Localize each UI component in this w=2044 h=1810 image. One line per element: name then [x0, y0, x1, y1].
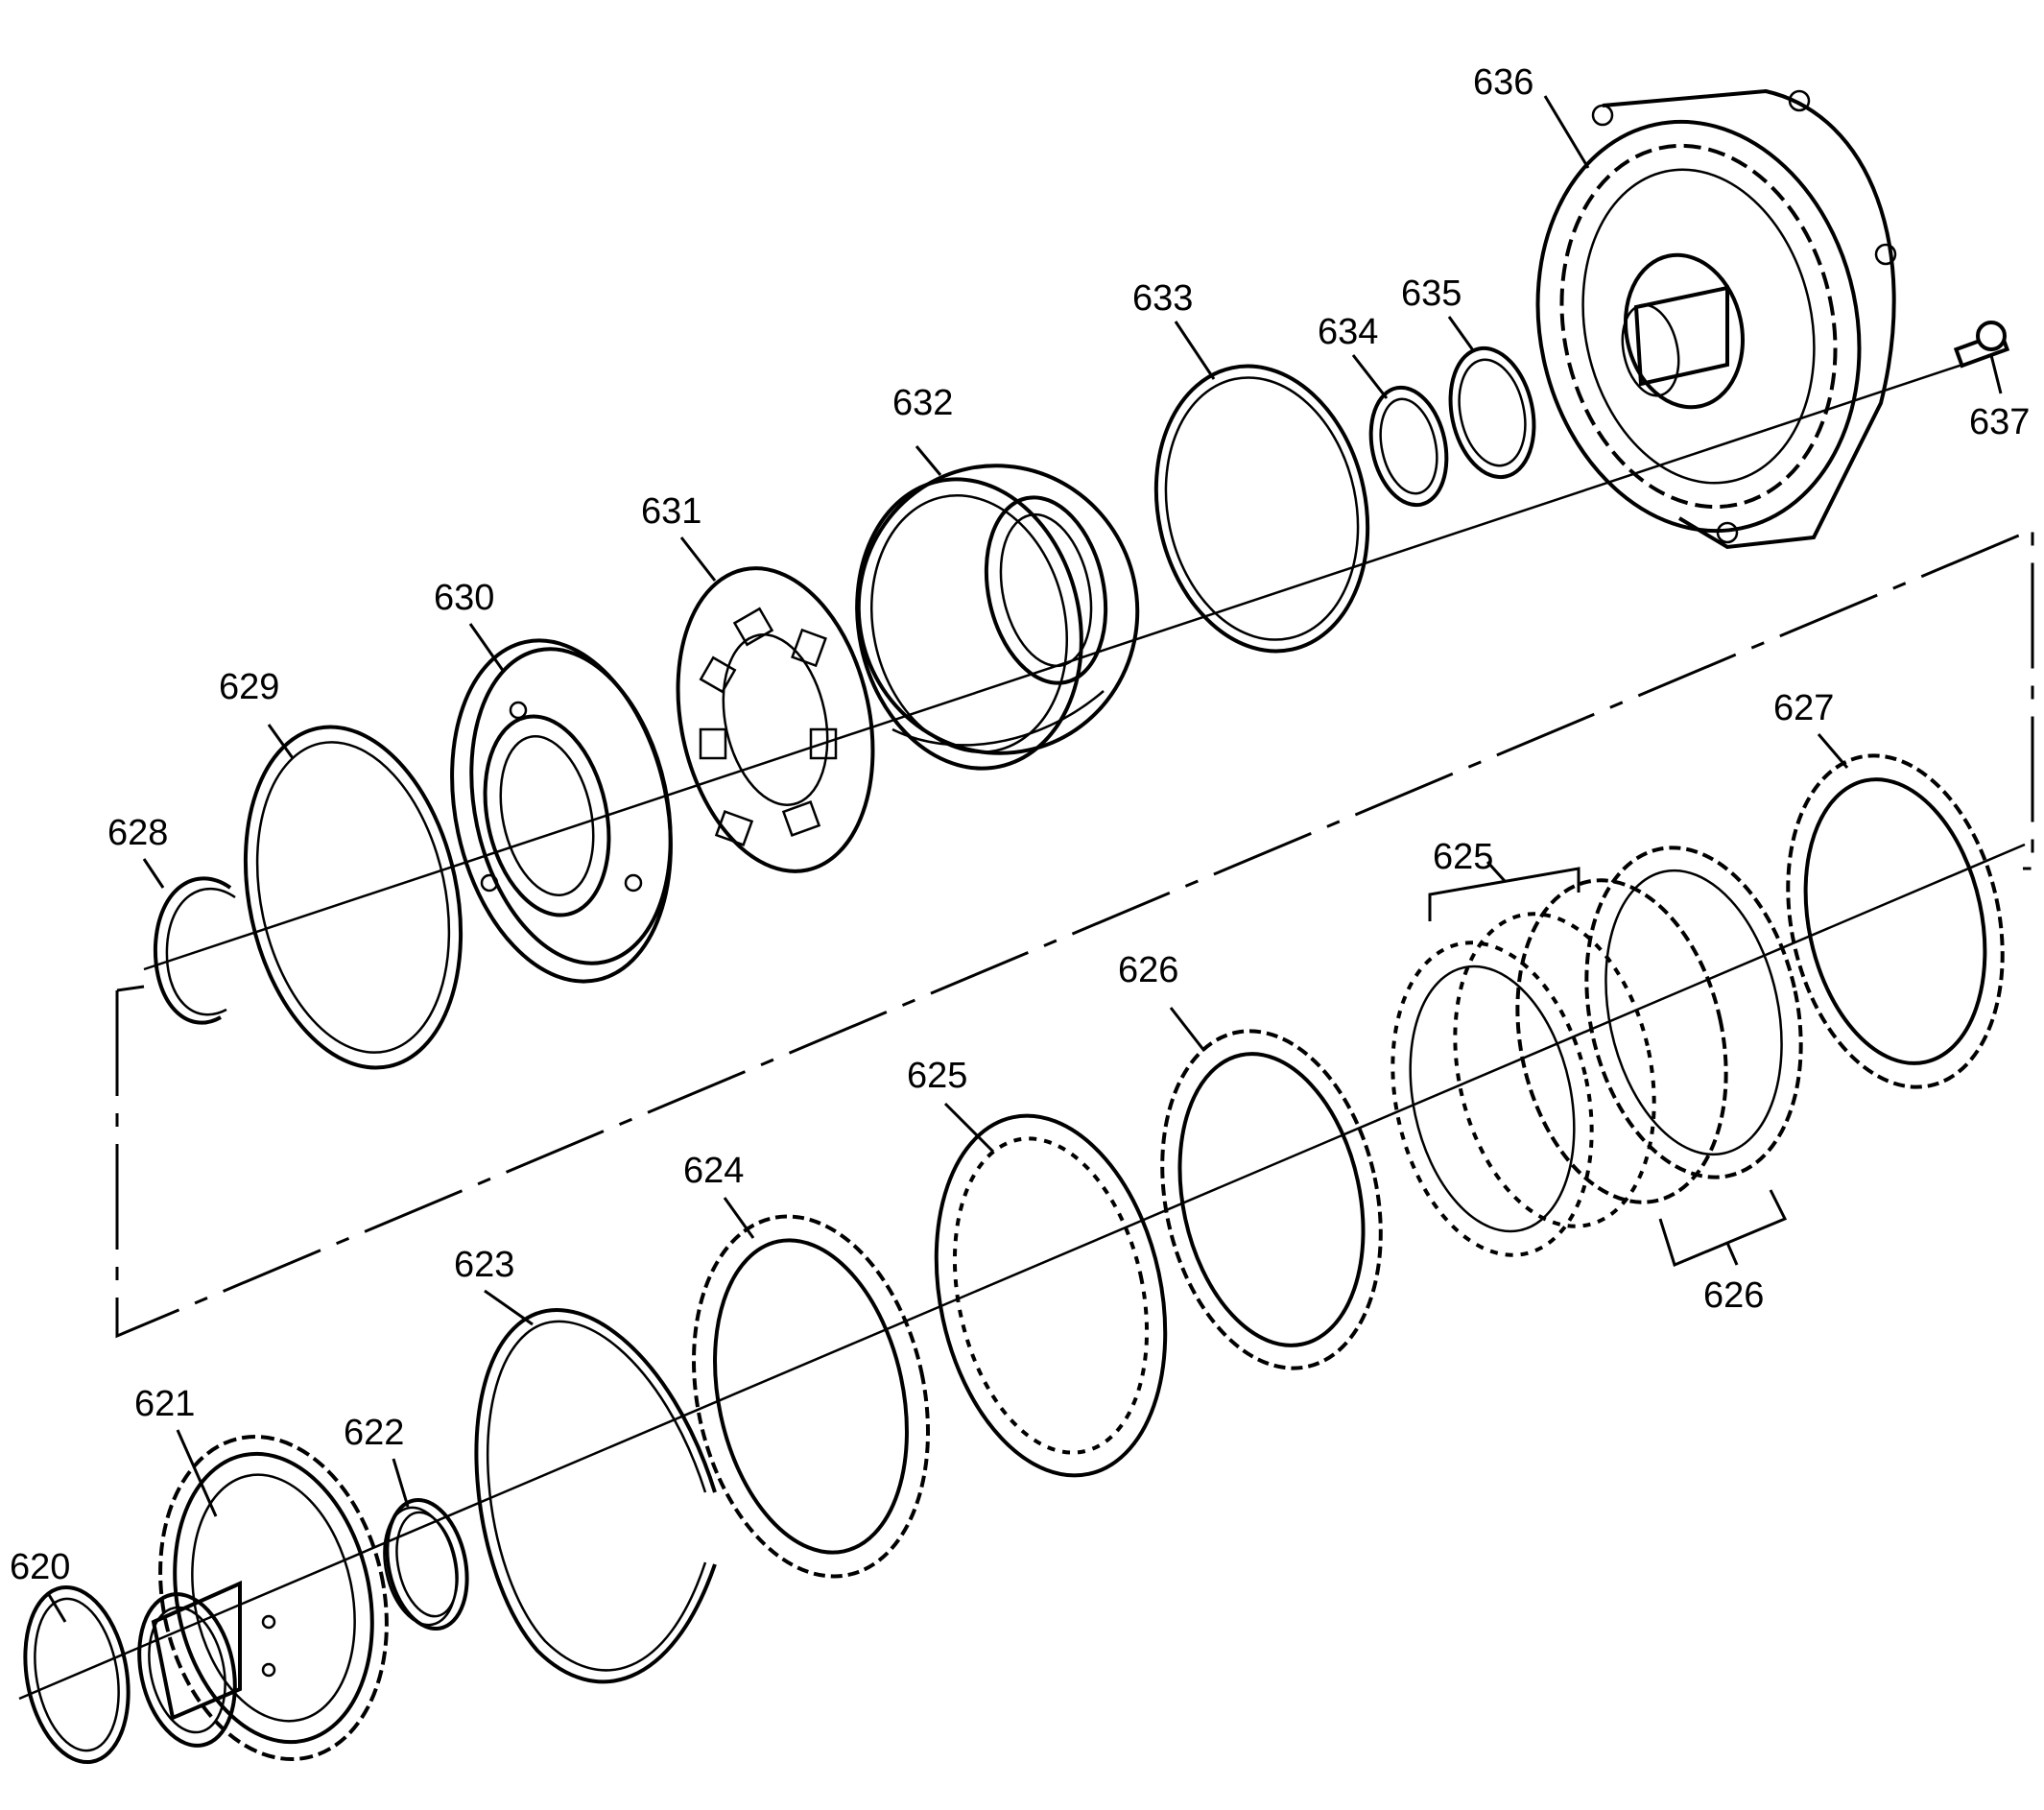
leader-622: [392, 1458, 410, 1508]
bracket-625: [1428, 867, 1581, 921]
label-629: 629: [219, 667, 279, 707]
part-628-snap-ring: [153, 876, 236, 1025]
part-620-snap-ring: [23, 1584, 131, 1765]
label-621: 621: [134, 1384, 195, 1424]
label-620: 620: [10, 1547, 70, 1587]
part-627-steel-plate: [1786, 753, 2005, 1089]
part-626-steel-plate: [1160, 1029, 1383, 1370]
leader-631: [679, 536, 717, 582]
leader-627: [1817, 733, 1849, 769]
part-633-seal-ring: [1153, 364, 1370, 654]
label-626-lower: 626: [1118, 950, 1178, 990]
leader-623: [484, 1289, 534, 1326]
part-634-seal: [1368, 385, 1449, 508]
leader-624: [723, 1197, 755, 1239]
leader-625-lower: [943, 1102, 995, 1154]
label-624: 624: [683, 1151, 744, 1191]
part-625-friction-plate: [934, 1113, 1168, 1478]
part-632-clutch-housing: [855, 464, 1140, 771]
label-635: 635: [1401, 274, 1462, 314]
leader-630: [468, 623, 506, 673]
part-622-bearing: [383, 1497, 469, 1631]
label-622: 622: [344, 1413, 404, 1453]
label-625-upper: 625: [1433, 837, 1493, 877]
leader-637: [1989, 354, 2003, 394]
bracket-625-stem: [1485, 860, 1507, 883]
lower-axis-line: [18, 843, 2026, 1701]
leader-632: [915, 445, 942, 476]
leader-634: [1351, 354, 1389, 399]
part-629-seal-ring: [243, 725, 463, 1070]
label-627: 627: [1773, 688, 1834, 728]
label-628: 628: [107, 813, 168, 853]
bracket-626: [1658, 1189, 1788, 1268]
leader-626-lower: [1169, 1007, 1206, 1052]
label-625-lower: 625: [907, 1056, 967, 1096]
label-630: 630: [434, 578, 494, 618]
label-623: 623: [454, 1245, 514, 1285]
leader-633: [1174, 321, 1216, 380]
leader-629: [267, 724, 295, 759]
leader-628: [142, 858, 165, 889]
label-632: 632: [892, 383, 953, 423]
leader-621: [176, 1429, 218, 1517]
part-624-backing-plate: [692, 1214, 930, 1579]
part-631-spring-plate: [676, 566, 875, 873]
label-636: 636: [1473, 62, 1533, 103]
label-637: 637: [1969, 402, 2030, 442]
bracket-626-stem: [1725, 1242, 1739, 1266]
label-633: 633: [1132, 278, 1193, 319]
leader-636: [1543, 95, 1590, 169]
label-631: 631: [641, 491, 701, 532]
part-625-626-plate-stack: [1390, 845, 1803, 1257]
part-635-thrust-washer: [1448, 345, 1536, 480]
leader-620: [46, 1592, 67, 1623]
part-630-piston: [450, 638, 673, 984]
frame-top-link: [116, 985, 145, 992]
part-621-hub: [137, 1435, 389, 1761]
label-626-bracket: 626: [1703, 1275, 1764, 1316]
part-636-support-housing: [1535, 88, 1897, 550]
part-637-bolt: [1953, 321, 2010, 369]
part-623-snap-ring: [474, 1308, 717, 1684]
leader-635: [1447, 316, 1475, 351]
assembly-frame: [115, 527, 2034, 1339]
label-634: 634: [1318, 312, 1378, 352]
